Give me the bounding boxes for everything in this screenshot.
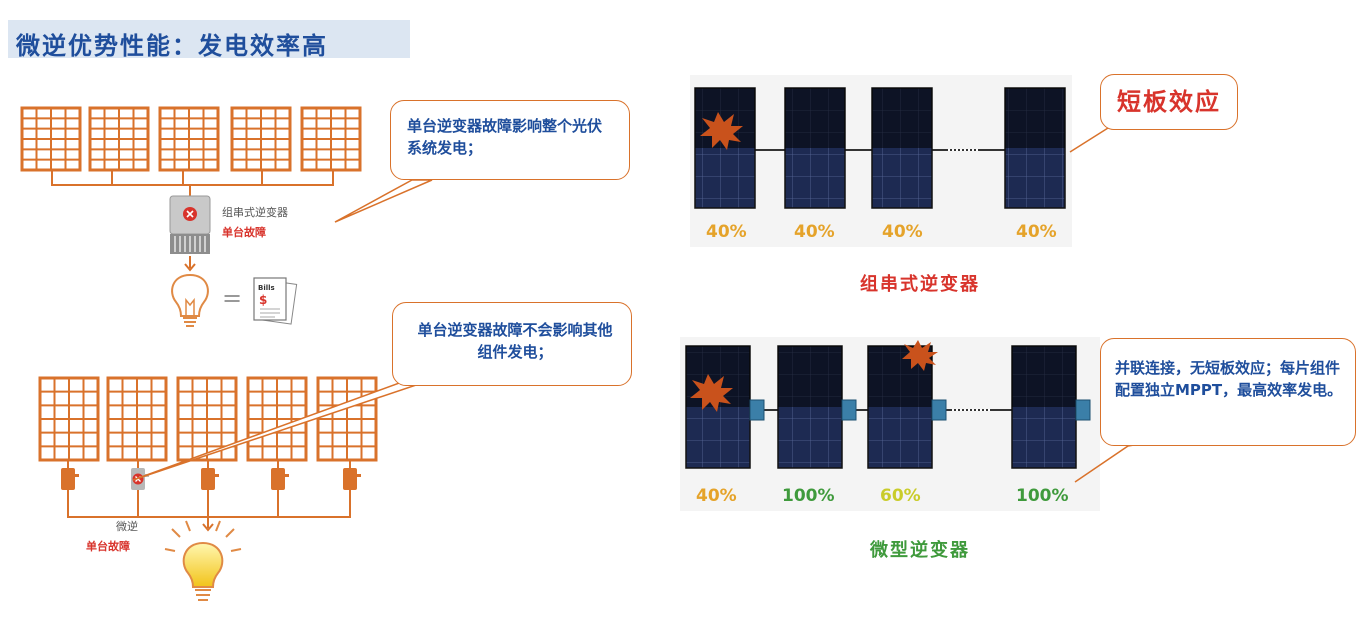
solar-panel-icon <box>106 376 168 462</box>
solar-panel-photo <box>1004 87 1066 209</box>
leaf-icon <box>690 374 733 412</box>
equals-sign: = <box>222 284 242 312</box>
leaf-icon <box>902 340 938 371</box>
micro-percentage: 40% <box>696 486 737 506</box>
string-inverter-caption: 组串式逆变器 <box>860 274 980 295</box>
micro-inverter-row <box>61 460 361 503</box>
callout-micro-failure: 单台逆变器故障不会影响其他组件发电； <box>392 302 632 386</box>
micro-percentage: 100% <box>1016 486 1069 506</box>
callout-pointer <box>1069 125 1113 153</box>
solar-panel-icon <box>316 376 378 462</box>
micro-inverter-icon <box>201 460 219 503</box>
short-board-text: 短板效应 <box>1117 88 1221 116</box>
bulb-off-icon <box>171 273 209 327</box>
micro-percentage: 100% <box>782 486 835 506</box>
solar-panel-icon <box>300 106 362 172</box>
solar-panel-icon <box>246 376 308 462</box>
solar-panel-icon <box>20 106 82 172</box>
micro-inverter-box <box>1075 399 1091 421</box>
callout-pointer <box>334 179 433 223</box>
string-percentage: 40% <box>1016 222 1057 242</box>
micro-inverter-icon <box>61 460 79 503</box>
svg-text:$: $ <box>259 293 267 307</box>
title-bar <box>8 20 410 58</box>
micro-inverter-fault-label: 单台故障 <box>86 539 130 553</box>
micro-inverter-icon <box>271 460 289 503</box>
solar-panel-photo <box>784 87 846 209</box>
callout-parallel: 并联连接，无短板效应；每片组件配置独立MPPT，最高效率发电。 <box>1100 338 1356 446</box>
callout-text: 单台逆变器故障影响整个光伏系统发电； <box>407 117 603 157</box>
callout-text: 并联连接，无短板效应；每片组件配置独立MPPT，最高效率发电。 <box>1115 359 1343 399</box>
solar-panel-photo <box>777 345 843 469</box>
svg-text:Bills: Bills <box>258 284 275 292</box>
micro-panel-row <box>38 376 378 462</box>
string-inverter-icon <box>169 195 211 254</box>
solar-panel-icon <box>230 106 292 172</box>
bills-icon: Bills $ <box>253 277 298 325</box>
solar-panel-photo <box>871 87 933 209</box>
page-title: 微逆优势性能：发电效率高 <box>16 32 328 60</box>
string-inverter-label: 组串式逆变器 <box>222 205 288 219</box>
callout-short-board: 短板效应 <box>1100 74 1238 130</box>
string-percentage: 40% <box>794 222 835 242</box>
micro-percentage: 60% <box>880 486 921 506</box>
solar-panel-icon <box>158 106 220 172</box>
solar-panel-photo <box>1011 345 1077 469</box>
callout-string-failure: 单台逆变器故障影响整个光伏系统发电； <box>390 100 630 180</box>
solar-panel-photo <box>694 87 756 209</box>
micro-inverter-box <box>749 399 765 421</box>
micro-photo-panels <box>685 345 1091 469</box>
micro-inverter-label: 微逆 <box>116 519 138 533</box>
string-percentage: 40% <box>882 222 923 242</box>
string-inverter-fault-label: 单台故障 <box>222 225 266 239</box>
solar-panel-icon <box>38 376 100 462</box>
micro-inverter-box <box>841 399 857 421</box>
micro-inverter-box <box>931 399 947 421</box>
callout-text: 单台逆变器故障不会影响其他组件发电； <box>417 321 613 361</box>
leaf-icon <box>700 112 743 150</box>
bulb-on-icon <box>164 520 242 601</box>
micro-inverter-icon <box>343 460 361 503</box>
string-panel-row <box>20 106 362 196</box>
string-percentage: 40% <box>706 222 747 242</box>
solar-panel-icon <box>88 106 150 172</box>
micro-inverter-fault-icon <box>131 460 149 503</box>
micro-inverter-caption: 微型逆变器 <box>870 540 970 561</box>
string-photo-panels <box>694 87 1066 209</box>
